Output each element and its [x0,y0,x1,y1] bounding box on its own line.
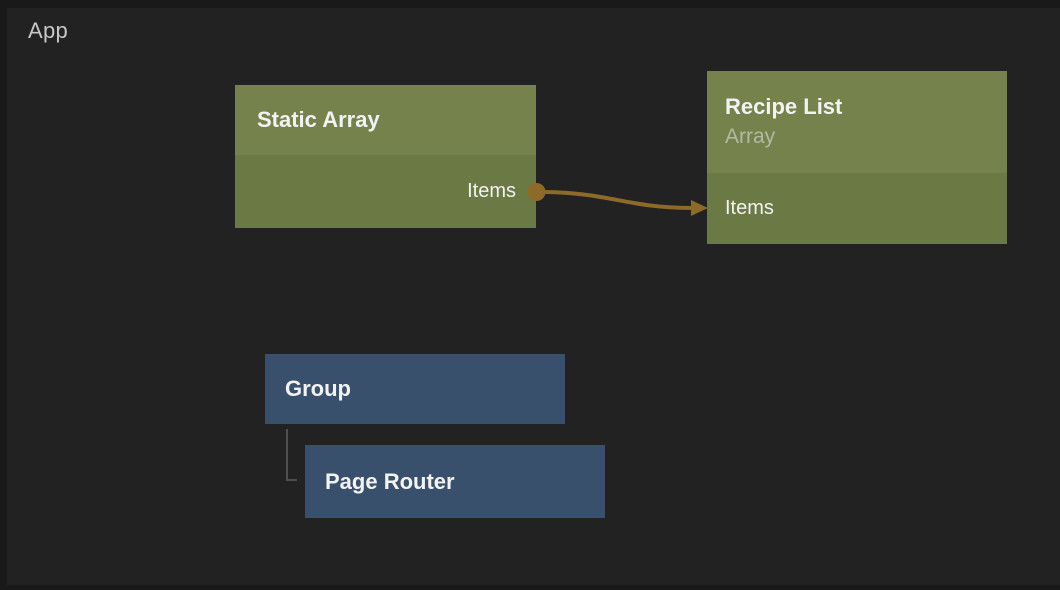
node-page-router-header[interactable]: Page Router [305,445,605,518]
breadcrumb-app-label[interactable]: App [28,18,69,43]
node-title: Group [285,376,351,401]
node-static-array[interactable]: Static Array Items [235,85,536,228]
node-title: Page Router [325,468,455,494]
node-group[interactable]: Group [265,354,565,424]
connection-arrowhead-icon [691,200,708,216]
node-static-array-body: Items [235,155,536,228]
node-group-header[interactable]: Group [265,354,565,424]
parent-child-connector[interactable] [286,429,297,481]
input-port-label-items[interactable]: Items [725,197,774,219]
connection-wire[interactable] [544,190,694,210]
node-recipe-list-body: Items [707,173,1007,244]
node-recipe-list-header[interactable]: Recipe List Array [707,71,1007,173]
node-title: Static Array [257,107,380,132]
node-static-array-header[interactable]: Static Array [235,85,536,155]
output-port-label-items[interactable]: Items [467,180,516,202]
node-recipe-list[interactable]: Recipe List Array Items [707,71,1007,244]
node-title: Recipe List [725,94,843,119]
node-page-router[interactable]: Page Router [305,445,605,518]
node-subtitle: Array [725,125,776,148]
node-editor-canvas[interactable]: App Static Array Items Recipe List Array… [7,8,1060,585]
